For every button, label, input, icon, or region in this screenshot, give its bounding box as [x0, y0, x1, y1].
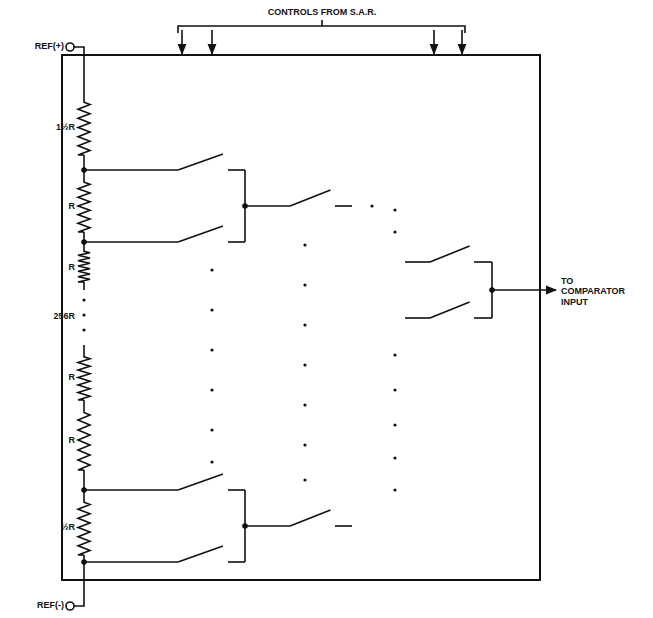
- resistor-label: ½R: [61, 522, 75, 532]
- resistor-label: R: [69, 372, 76, 382]
- switch-blade: [178, 154, 223, 170]
- junction-dot: [393, 388, 396, 391]
- junction-dot: [303, 363, 306, 366]
- package-outline: [62, 55, 540, 580]
- terminal: [66, 43, 74, 51]
- junction-dot: [393, 423, 396, 426]
- junction-dot: [489, 287, 495, 293]
- control-arrow: [211, 30, 213, 54]
- resistor-symbol: [78, 100, 90, 155]
- junction-dot: [393, 353, 396, 356]
- wire: [83, 470, 85, 500]
- dots: [81, 167, 495, 565]
- junction-dot: [303, 403, 306, 406]
- junction-dot: [81, 167, 87, 173]
- resistor-label: R: [69, 201, 76, 211]
- junction-dot: [303, 478, 306, 481]
- junction-dot: [81, 559, 87, 565]
- junction-dot: [303, 323, 306, 326]
- output-arrow: [492, 289, 556, 291]
- resistor-symbol: [78, 500, 90, 555]
- signal-label: TO COMPARATOR INPUT: [561, 276, 633, 307]
- switch-blade: [430, 246, 470, 262]
- junction-dot: [210, 388, 213, 391]
- junction-dot: [210, 308, 213, 311]
- switch-contact: [228, 241, 245, 243]
- switch-contact: [335, 205, 352, 207]
- junction-dot: [303, 243, 306, 246]
- junction-dot: [81, 239, 87, 245]
- resistor-symbol: [78, 410, 90, 470]
- junction-dot: [242, 203, 248, 209]
- junction-dot: [393, 488, 396, 491]
- terminal: [66, 602, 74, 610]
- wire: [405, 317, 430, 319]
- junction-dot: [210, 348, 213, 351]
- wire: [83, 400, 85, 410]
- switch-blade: [430, 302, 470, 318]
- junction-dot: [82, 328, 85, 331]
- control-bracket: [321, 20, 323, 26]
- junction-dot: [370, 204, 373, 207]
- resistor-symbol: [78, 250, 90, 282]
- switch-blade: [290, 190, 331, 206]
- signal-label: CONTROLS FROM S.A.R.: [268, 7, 377, 17]
- resistor-symbol: [78, 180, 90, 232]
- switch-blade: [178, 226, 223, 242]
- wire: [245, 525, 290, 527]
- switch-blade: [178, 474, 223, 490]
- switch-contact: [228, 561, 245, 563]
- switch-contact: [228, 169, 245, 171]
- wire: [84, 169, 178, 171]
- wires: [74, 20, 556, 606]
- wire: [245, 205, 290, 207]
- control-arrow: [461, 30, 463, 54]
- resistor-label: 256R: [53, 311, 75, 321]
- switch-contact: [228, 489, 245, 491]
- wire: [84, 241, 178, 243]
- wire: [84, 489, 178, 491]
- junction-dot: [303, 443, 306, 446]
- switch-contact: [474, 261, 492, 263]
- wire: [84, 561, 178, 563]
- junction-dot: [393, 456, 396, 459]
- junction-dot: [82, 313, 85, 316]
- wire: [405, 261, 430, 263]
- wire: [74, 47, 84, 100]
- switch-blade: [290, 510, 331, 526]
- switch-contact: [335, 525, 352, 527]
- resistor-label: R: [69, 262, 76, 272]
- junction-dot: [303, 283, 306, 286]
- wire: [83, 345, 85, 355]
- junction-dot: [210, 460, 213, 463]
- resistor-label: R: [69, 435, 76, 445]
- switch-contact: [474, 317, 492, 319]
- pin-label: REF(+): [35, 41, 64, 51]
- junction-dot: [393, 230, 396, 233]
- junction-dot: [210, 428, 213, 431]
- junction-dot: [210, 268, 213, 271]
- resistor-symbol: [78, 355, 90, 400]
- junction-dot: [81, 487, 87, 493]
- junction-dot: [242, 523, 248, 529]
- junction-dot: [82, 298, 85, 301]
- switch-blade: [178, 546, 223, 562]
- control-arrow: [181, 30, 183, 54]
- junction-dot: [393, 208, 396, 211]
- control-bracket: [178, 26, 465, 33]
- wire: [83, 282, 85, 290]
- pin-label: REF(-): [37, 600, 64, 610]
- control-arrow: [433, 30, 435, 54]
- resistor-label: 1½R: [56, 122, 75, 132]
